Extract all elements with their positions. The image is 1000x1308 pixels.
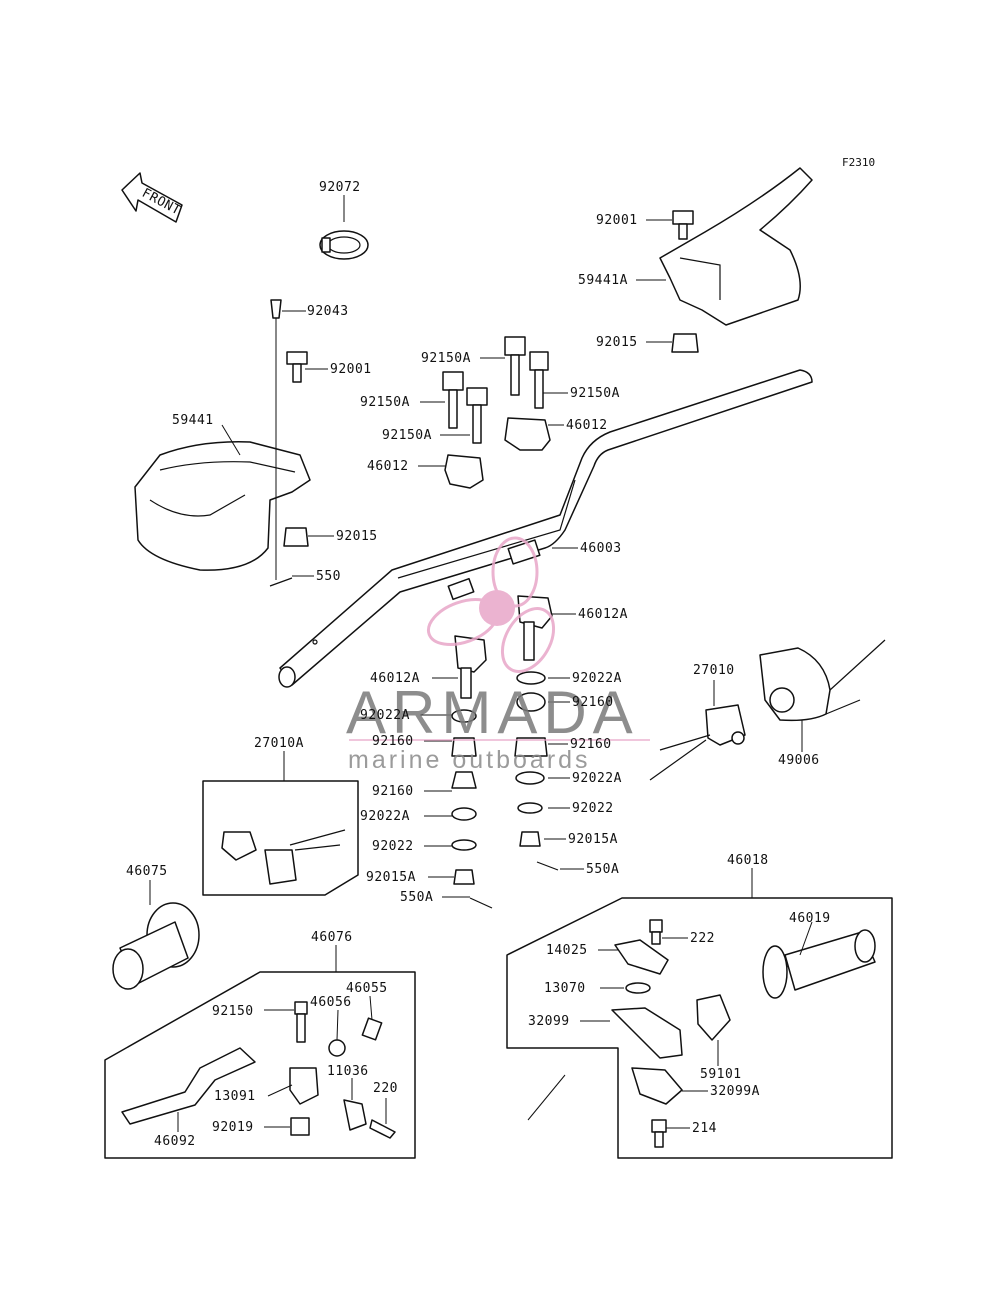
- callout-label: 59441: [172, 413, 214, 428]
- callout-label: 550A: [586, 862, 619, 877]
- propeller-logo: [426, 536, 556, 673]
- callout-label: 92019: [212, 1120, 254, 1135]
- part-hand-guard-left: [134, 441, 311, 571]
- part-clamp-upper: [504, 417, 551, 451]
- callout-label: 92150A: [570, 386, 620, 401]
- box-27010a: [202, 780, 359, 896]
- callout-label: 27010A: [254, 736, 304, 751]
- part-grip-left: [112, 902, 200, 990]
- callout-label: 32099: [528, 1014, 570, 1029]
- callout-label: 92160: [372, 734, 414, 749]
- watermark-tagline: marine outboards: [348, 746, 591, 774]
- callout-label: 92043: [307, 304, 349, 319]
- callout-label: 46012A: [370, 671, 420, 686]
- callout-label: 46003: [580, 541, 622, 556]
- callout-label: 46075: [126, 864, 168, 879]
- callout-label: 92072: [319, 180, 361, 195]
- front-arrow: FRONT: [121, 172, 183, 223]
- callout-label: 46019: [789, 911, 831, 926]
- callout-label: 92150A: [360, 395, 410, 410]
- callout-label: 59101: [700, 1067, 742, 1082]
- callout-label: 46012A: [578, 607, 628, 622]
- figure-code: F2310: [842, 156, 875, 169]
- part-clamp-upper: [444, 454, 484, 489]
- part-switch: [649, 704, 746, 781]
- callout-label: 92022: [372, 839, 414, 854]
- leader-lines: [149, 195, 813, 1132]
- callout-label: 92022A: [360, 708, 410, 723]
- callout-label: 92022: [572, 801, 614, 816]
- callout-label: 49006: [778, 753, 820, 768]
- callout-labels: F2310 92072 92001 59441A 92015 92043 920…: [126, 156, 875, 1149]
- callout-label: 220: [373, 1081, 398, 1096]
- callout-label: 92015A: [366, 870, 416, 885]
- callout-label: 92160: [372, 784, 414, 799]
- callout-label: 59441A: [578, 273, 628, 288]
- callout-label: 92022A: [360, 809, 410, 824]
- callout-label: 46012: [367, 459, 409, 474]
- callout-label: 550: [316, 569, 341, 584]
- handlebar: [278, 369, 813, 688]
- part-collar: [319, 230, 369, 260]
- callout-label: 46055: [346, 981, 388, 996]
- callout-label: 46018: [727, 853, 769, 868]
- callout-label: 92015: [336, 529, 378, 544]
- callout-label: 92022A: [572, 771, 622, 786]
- callout-label: 32099A: [710, 1084, 760, 1099]
- callout-label: 46012: [566, 418, 608, 433]
- part-throttle-housing: [759, 639, 886, 722]
- callout-label: 92150: [212, 1004, 254, 1019]
- callout-label: 222: [690, 931, 715, 946]
- callout-label: 214: [692, 1121, 717, 1136]
- part-hand-guard-right: [659, 167, 813, 326]
- callout-label: 92015: [596, 335, 638, 350]
- callout-label: 92160: [570, 737, 612, 752]
- callout-label: 46056: [310, 995, 352, 1010]
- callout-label: 13070: [544, 981, 586, 996]
- callout-label: 11036: [327, 1064, 369, 1079]
- part-bolts-92150a: [442, 336, 549, 444]
- callout-label: 550A: [400, 890, 433, 905]
- callout-label: 92150A: [421, 351, 471, 366]
- watermark: ARMADA marine outboards: [346, 536, 650, 774]
- callout-label: 92150A: [382, 428, 432, 443]
- watermark-brand: ARMADA: [346, 679, 639, 746]
- callout-label: 92001: [330, 362, 372, 377]
- callout-label: 92022A: [572, 671, 622, 686]
- callout-label: 14025: [546, 943, 588, 958]
- callout-label: 92015A: [568, 832, 618, 847]
- callout-label: 27010: [693, 663, 735, 678]
- callout-label: 92001: [596, 213, 638, 228]
- callout-label: 46076: [311, 930, 353, 945]
- callout-label: 92160: [572, 695, 614, 710]
- callout-label: 46092: [154, 1134, 196, 1149]
- callout-label: 13091: [214, 1089, 256, 1104]
